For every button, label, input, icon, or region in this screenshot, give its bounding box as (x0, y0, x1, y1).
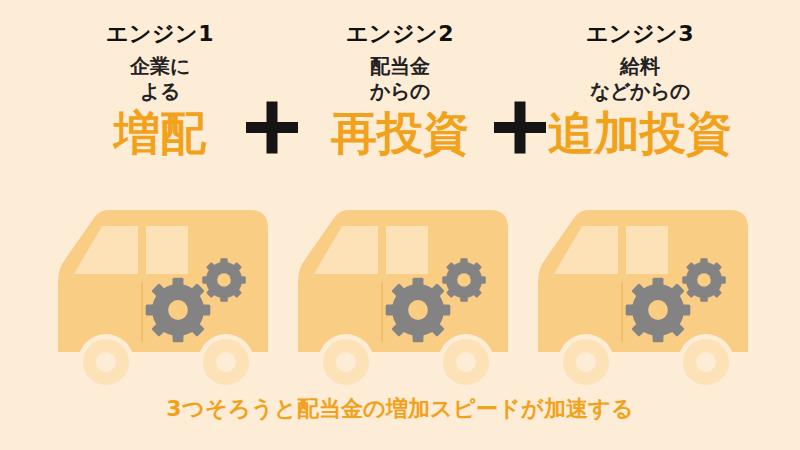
truck-body (538, 210, 748, 352)
truck-wheel (83, 339, 129, 385)
truck-wheel (78, 334, 134, 390)
truck-wheel (203, 339, 249, 385)
gear (202, 258, 246, 302)
gear (442, 258, 486, 302)
truck-door (621, 282, 623, 342)
caption: 3つそろうと配当金の増加スピードが加速する (0, 394, 800, 424)
truck-wheel (198, 334, 254, 390)
truck-wheel (678, 334, 734, 390)
plus-sign (494, 102, 546, 154)
engine-column: エンジン1 企業に よる増配 (40, 20, 280, 394)
truck-wheel (558, 334, 614, 390)
gear (682, 258, 726, 302)
truck-wheel (318, 334, 374, 390)
truck-wheel (443, 339, 489, 385)
truck-door (141, 282, 143, 342)
truck-wheel (563, 339, 609, 385)
truck-window (314, 226, 378, 274)
engine-heading: エンジン2 (280, 20, 520, 48)
plus-sign (246, 102, 298, 154)
truck-door (381, 282, 383, 342)
gear (146, 278, 211, 343)
engine-column: エンジン3 給料 などからの追加投資 (520, 20, 760, 394)
engine-heading: エンジン1 (40, 20, 280, 48)
engine-action: 増配 (40, 106, 280, 160)
engine-action: 再投資 (280, 106, 520, 160)
truck-illustration (40, 202, 280, 394)
gear (626, 278, 691, 343)
truck-window (146, 226, 188, 274)
truck-wheel (438, 334, 494, 390)
engine-source: 給料 などからの (587, 54, 693, 104)
engine-source: 企業に よる (107, 54, 213, 104)
gear (386, 278, 451, 343)
engine-action: 追加投資 (520, 106, 760, 160)
truck-illustration (280, 202, 520, 394)
truck-window (626, 226, 668, 274)
truck-window (74, 226, 138, 274)
engine-source: 配当金 からの (347, 54, 453, 104)
truck-body (58, 210, 268, 352)
truck-window (554, 226, 618, 274)
truck-illustration (520, 202, 760, 394)
truck-wheel (323, 339, 369, 385)
truck-wheel (683, 339, 729, 385)
engine-column: エンジン2 配当金 からの再投資 (280, 20, 520, 394)
truck-body (298, 210, 508, 352)
engine-heading: エンジン3 (520, 20, 760, 48)
truck-window (386, 226, 428, 274)
